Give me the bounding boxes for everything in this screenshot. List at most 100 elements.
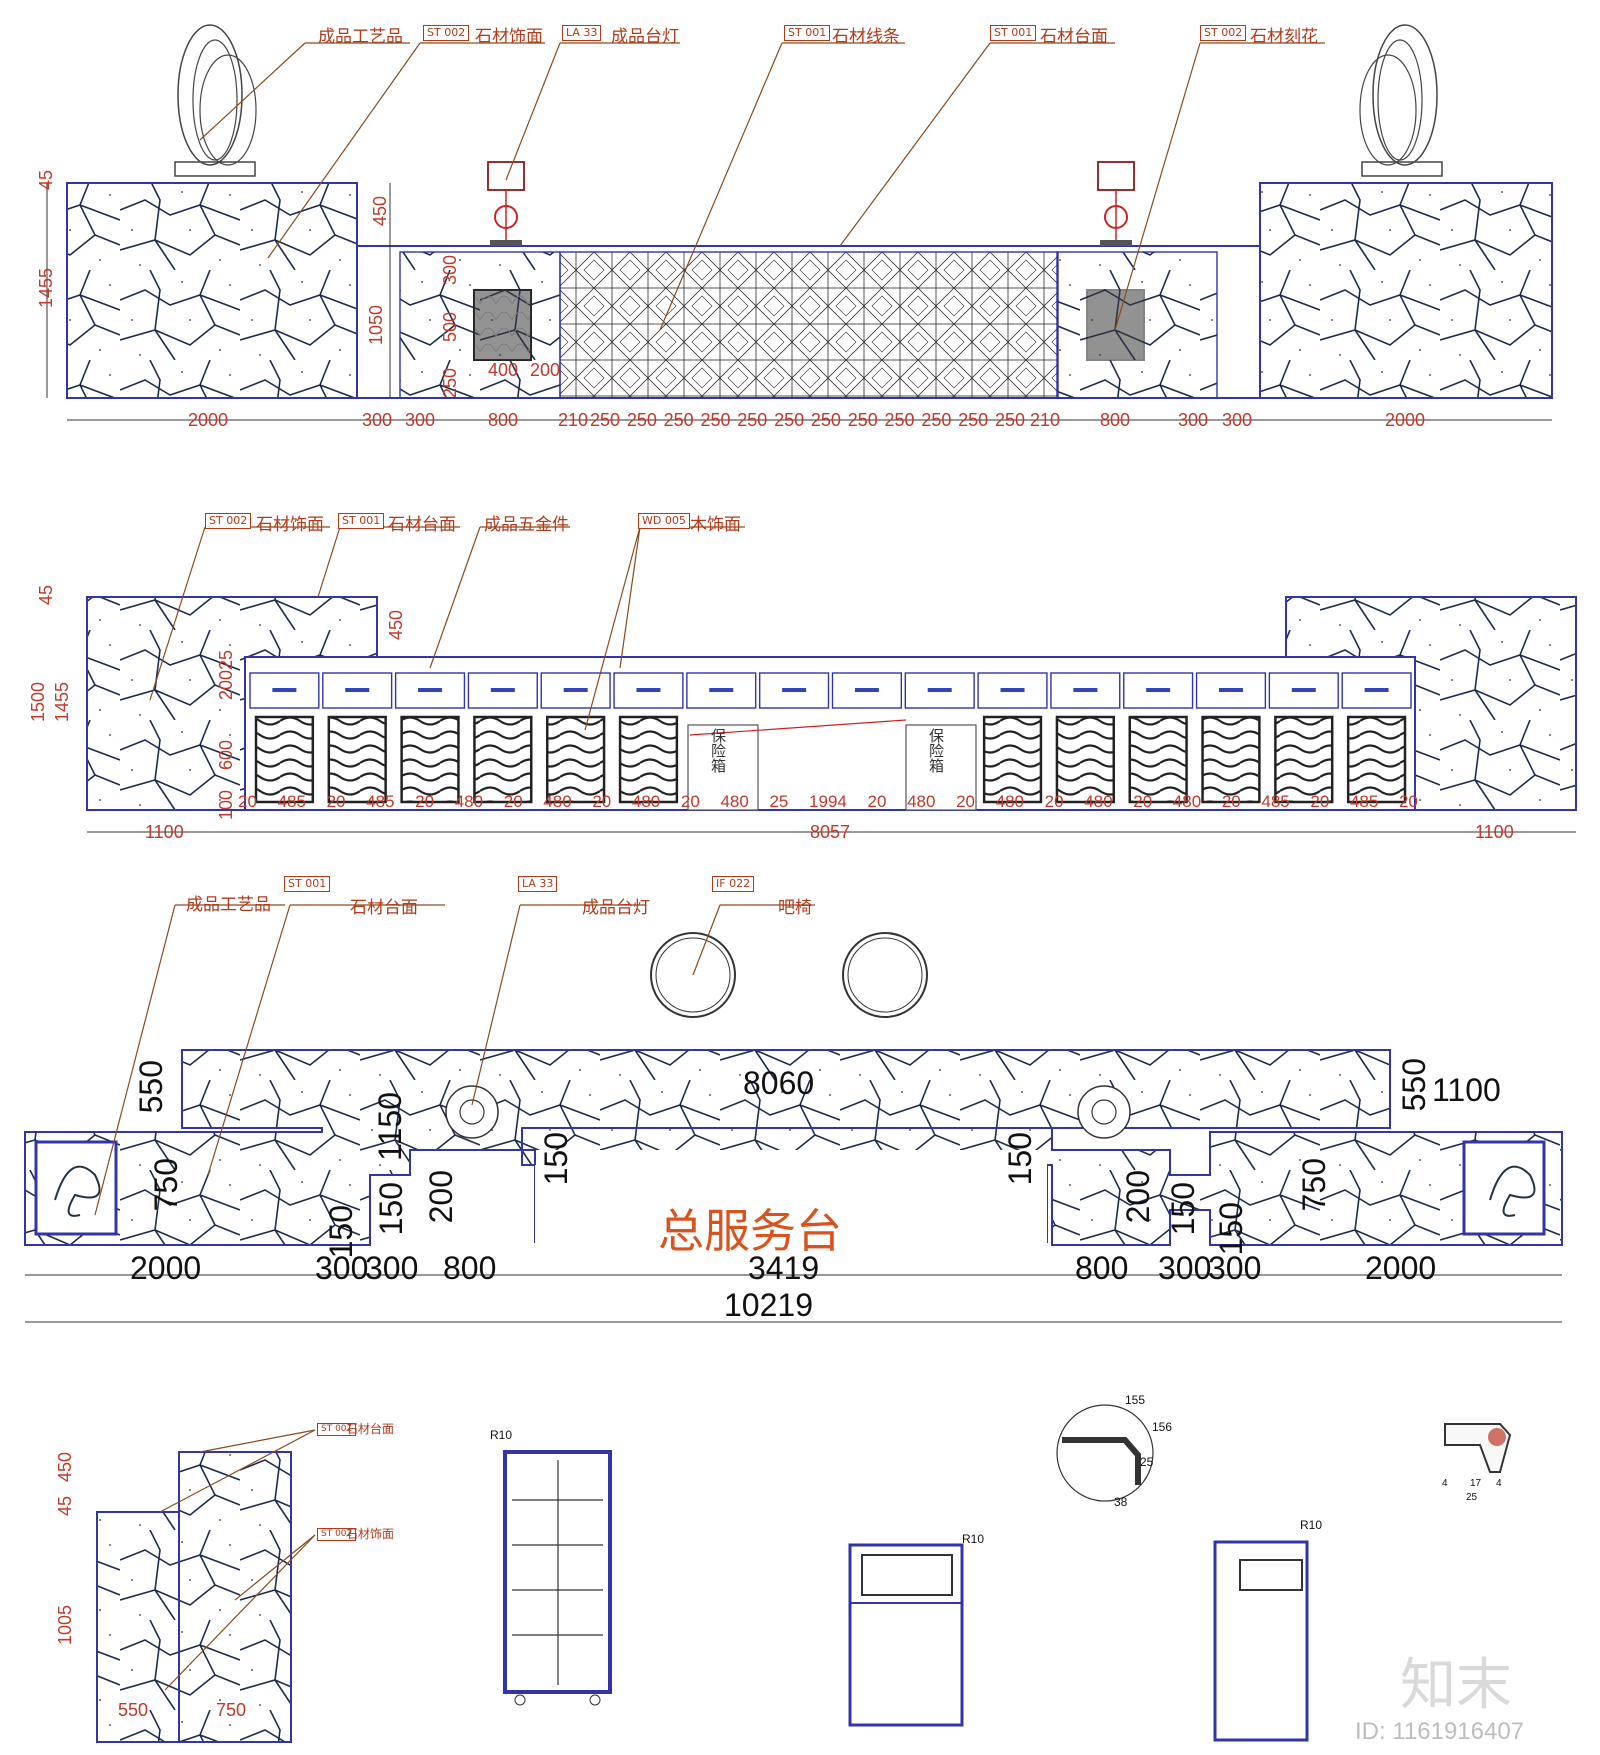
dim: 485: [1349, 792, 1379, 811]
cabinet-row: [254, 715, 1407, 804]
drawer-handle-icon: [709, 688, 734, 692]
dim: 20: [867, 792, 887, 811]
cabinet-door: [546, 715, 606, 804]
dim: 4: [1496, 1478, 1502, 1489]
drawer-handle-icon: [418, 688, 443, 692]
dim: 250: [700, 410, 731, 430]
label-artwork: 成品工艺品: [186, 895, 271, 915]
dim: 480: [907, 792, 936, 811]
tag-st002-b: ST 002: [1200, 25, 1247, 41]
dim: 250: [663, 410, 694, 430]
dim: 20: [1044, 792, 1064, 811]
dim: 300: [362, 410, 393, 430]
dim: 210: [558, 410, 589, 430]
dim: 20: [680, 792, 700, 811]
label-wood-veneer: 木饰面: [690, 515, 741, 535]
dim: 45: [55, 1496, 75, 1517]
radius-label: R10: [490, 1428, 513, 1442]
table-lamp-left-icon: [487, 161, 525, 246]
radius-label: R10: [962, 1532, 985, 1546]
dim: 800: [488, 410, 519, 430]
cabinet-door: [327, 715, 387, 804]
dim: 156: [1152, 1420, 1173, 1434]
drawer-handle-icon: [782, 688, 807, 692]
dim: 300: [1208, 1250, 1262, 1286]
cabinet-door: [1201, 715, 1261, 804]
dim: 300: [1222, 410, 1253, 430]
dim: 20: [1398, 792, 1418, 811]
dim: 45: [36, 170, 56, 191]
dim: 20: [1310, 792, 1330, 811]
dim: 200: [216, 670, 236, 701]
cabinet-door: [1274, 715, 1334, 804]
dim: 300: [1158, 1250, 1212, 1286]
dim: 250: [774, 410, 805, 430]
dim: 1455: [36, 268, 56, 309]
dim: 2000: [1365, 1250, 1437, 1286]
detail-bar-section: [1056, 1404, 1309, 1742]
dim: 150: [373, 1182, 409, 1236]
drawer-row: [249, 672, 1412, 709]
cabinet-door: [1055, 715, 1115, 804]
dim: 1100: [145, 822, 184, 842]
tag-la33: LA 33: [562, 25, 602, 41]
dim: 8057: [810, 822, 851, 842]
dim: 20: [326, 792, 346, 811]
watermark-logo: 知末: [1400, 1653, 1512, 1718]
dim: 250: [590, 410, 621, 430]
label-stone-carving: 石材刻花: [1250, 27, 1318, 47]
label-bar-chair: 吧椅: [778, 898, 812, 918]
label-stone-facing: 石材饰面: [475, 27, 543, 47]
dim: 250: [847, 410, 878, 430]
label-lamp: 成品台灯: [611, 27, 679, 47]
label-stone-facing: 石材饰面: [256, 515, 324, 535]
dim: 250: [440, 368, 460, 399]
dim: 1050: [366, 305, 386, 346]
tag-st001: ST 001: [284, 876, 331, 892]
dim: 38: [1114, 1495, 1128, 1509]
tag-wd005: WD 005: [638, 513, 690, 529]
dim: 8060: [743, 1065, 815, 1101]
dim: 1994: [809, 792, 847, 811]
label-artwork: 成品工艺品: [318, 27, 403, 47]
dim: 480: [543, 792, 572, 811]
dim: 750: [216, 1700, 247, 1720]
drawer-handle-icon: [1000, 688, 1025, 692]
dim: 150: [1213, 1202, 1249, 1256]
dim: 300: [405, 410, 436, 430]
cabinet-door: [400, 715, 460, 804]
cabinet-door: [473, 715, 533, 804]
safe-label-right: 保险箱: [927, 728, 945, 773]
dim: 200: [1120, 1170, 1156, 1224]
detail-side-elevation: [96, 1429, 316, 1743]
label-stone-top: 石材台面: [350, 898, 418, 918]
dim: 450: [55, 1452, 75, 1483]
drawer-handle-icon: [1073, 688, 1098, 692]
label-stone-facing: 石材饰面: [346, 1527, 395, 1541]
detail-edge-profile: [1444, 1423, 1512, 1473]
dim: 4: [1442, 1478, 1448, 1489]
dim: 210: [1030, 410, 1061, 430]
safe-label-left: 保险箱: [709, 728, 727, 773]
drawer-handle-icon: [272, 688, 297, 692]
dim: 300: [365, 1250, 419, 1286]
dim: 100: [216, 790, 236, 821]
dim: 750: [148, 1158, 184, 1212]
drawer-handle-icon: [1291, 688, 1316, 692]
dim: 250: [958, 410, 989, 430]
tag-st001-b: ST 001: [990, 25, 1037, 41]
dim: 25: [769, 792, 789, 811]
dim: 300: [315, 1250, 369, 1286]
elevation-1: [46, 24, 1553, 421]
dim: 250: [884, 410, 915, 430]
dim: 2000: [188, 410, 229, 430]
dim: 3419: [748, 1250, 820, 1286]
table-lamp-right-icon: [1097, 161, 1135, 246]
label-stone-line: 石材线条: [832, 27, 900, 47]
dim: 250: [626, 410, 657, 430]
dim: 480: [1172, 792, 1202, 811]
dim: 45: [36, 585, 56, 606]
dim: 20: [238, 792, 257, 811]
